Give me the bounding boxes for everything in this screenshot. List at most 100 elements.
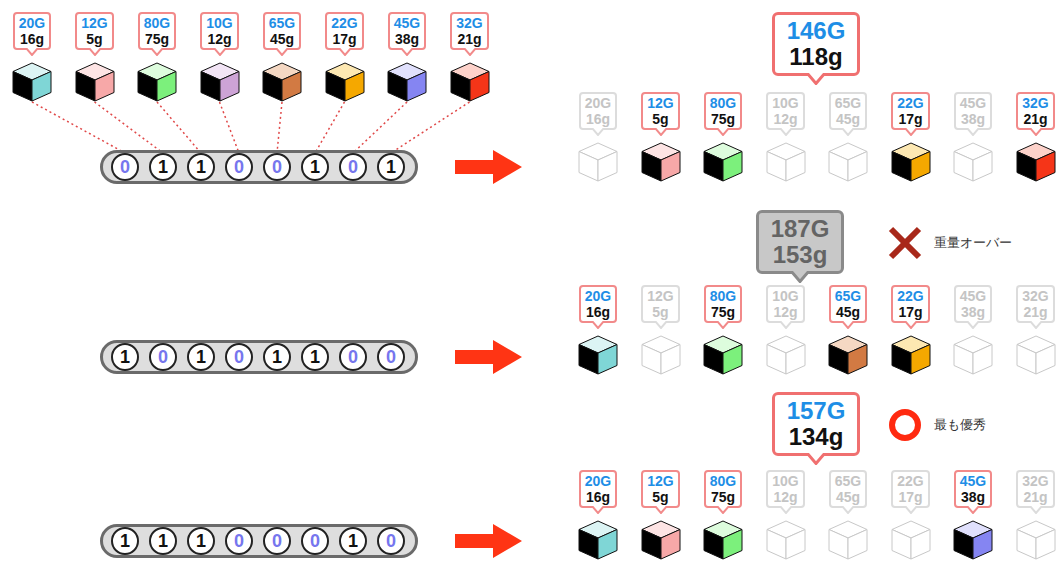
weight-text: 5g — [647, 111, 673, 127]
callout-pointer — [655, 321, 667, 329]
callout-pointer — [967, 506, 979, 514]
gene-bit: 0 — [377, 527, 405, 555]
callout-pointer — [401, 48, 413, 56]
chromosome-band — [100, 150, 418, 184]
cube-left — [579, 530, 598, 560]
weight-text: 38g — [960, 489, 986, 505]
callout-pointer-edge — [1030, 506, 1042, 513]
cube-icon — [766, 335, 806, 375]
item-node: 10G12g — [766, 285, 806, 375]
cube-right — [973, 530, 992, 560]
item-node: 80G75g — [703, 470, 743, 560]
bit-value: 1 — [158, 157, 168, 177]
price-weight-callout: 32G21g — [450, 12, 488, 50]
price-weight-callout: 20G16g — [13, 12, 51, 50]
price-text: 10G — [772, 95, 798, 111]
weight-text: 21g — [1022, 489, 1048, 505]
price-text: 80G — [710, 473, 736, 489]
weight-text: 12g — [772, 304, 798, 320]
total-callout: 146G118g — [772, 12, 861, 85]
callout-pointer — [339, 48, 351, 56]
callout-pointer-fill — [592, 506, 604, 513]
callout-pointer-edge — [339, 48, 351, 55]
bit-value: 1 — [158, 531, 168, 551]
cube-right — [1036, 530, 1055, 560]
cube-icon — [891, 520, 931, 560]
bit-value: 0 — [234, 531, 244, 551]
item-node: 22G17g — [325, 12, 365, 102]
cube-icon — [641, 335, 681, 375]
result-arrow — [455, 524, 522, 558]
cube-icon — [703, 142, 743, 182]
callout-pointer-fill — [214, 48, 226, 55]
cube-icon — [891, 142, 931, 182]
weight-text: 45g — [269, 31, 295, 47]
cube-icon — [703, 335, 743, 375]
callout-pointer — [151, 48, 163, 56]
total-callout: 157G134g — [772, 392, 861, 465]
callout-pointer-edge — [967, 321, 979, 328]
callout-pointer — [967, 128, 979, 136]
bit-value: 0 — [348, 157, 358, 177]
bit-value: 0 — [386, 347, 396, 367]
cross-mark — [891, 229, 919, 257]
bit-value: 1 — [120, 531, 130, 551]
callout-pointer-edge — [401, 48, 413, 55]
callout-pointer-edge — [905, 506, 917, 513]
callout-pointer-edge — [592, 321, 604, 328]
item-node: 45G38g — [953, 470, 993, 560]
callout-pointer-fill — [717, 128, 729, 135]
total-pointer — [807, 73, 825, 85]
callout-pointer-edge — [655, 506, 667, 513]
price-weight-callout: 10G12g — [766, 470, 804, 508]
callout-pointer — [276, 48, 288, 56]
weight-text: 12g — [772, 489, 798, 505]
gene-bit: 0 — [339, 153, 367, 181]
callout-pointer-fill — [1030, 128, 1042, 135]
cube-left — [579, 345, 598, 375]
price-text: 22G — [331, 15, 357, 31]
cube-right — [723, 152, 742, 182]
cube-right — [220, 72, 239, 102]
cube-icon — [703, 520, 743, 560]
bit-value: 0 — [310, 531, 320, 551]
cube-right — [848, 530, 867, 560]
bit-value: 1 — [272, 347, 282, 367]
callout-pointer — [592, 128, 604, 136]
price-text: 20G — [19, 15, 45, 31]
cube-left — [829, 530, 848, 560]
total-box: 157G134g — [772, 392, 861, 456]
callout-pointer-fill — [967, 321, 979, 328]
callout-pointer-fill — [717, 321, 729, 328]
price-weight-callout: 10G12g — [200, 12, 238, 50]
callout-pointer — [89, 48, 101, 56]
cube-left — [451, 72, 470, 102]
bit-value: 0 — [158, 347, 168, 367]
cube-icon — [450, 62, 490, 102]
callout-pointer-edge — [905, 128, 917, 135]
callout-pointer-fill — [592, 128, 604, 135]
cube-right — [157, 72, 176, 102]
callout-pointer-edge — [151, 48, 163, 55]
callout-pointer — [655, 506, 667, 514]
cube-icon — [578, 335, 618, 375]
price-text: 45G — [394, 15, 420, 31]
chromosome-band — [100, 340, 418, 374]
weight-text: 45g — [835, 489, 861, 505]
gene-bit: 1 — [111, 343, 139, 371]
bit-value: 1 — [310, 157, 320, 177]
callout-pointer-fill — [842, 506, 854, 513]
item-node: 45G38g — [953, 92, 993, 182]
item-node: 32G21g — [1016, 92, 1056, 182]
cube-right — [973, 152, 992, 182]
price-text: 20G — [585, 473, 611, 489]
total-pointer-edge — [791, 271, 809, 282]
cube-left — [954, 345, 973, 375]
cube-icon — [1016, 520, 1056, 560]
cube-left — [642, 530, 661, 560]
bit-value: 0 — [234, 347, 244, 367]
price-weight-callout: 32G21g — [1016, 470, 1054, 508]
price-text: 22G — [897, 95, 923, 111]
weight-text: 17g — [897, 304, 923, 320]
callout-pointer — [26, 48, 38, 56]
